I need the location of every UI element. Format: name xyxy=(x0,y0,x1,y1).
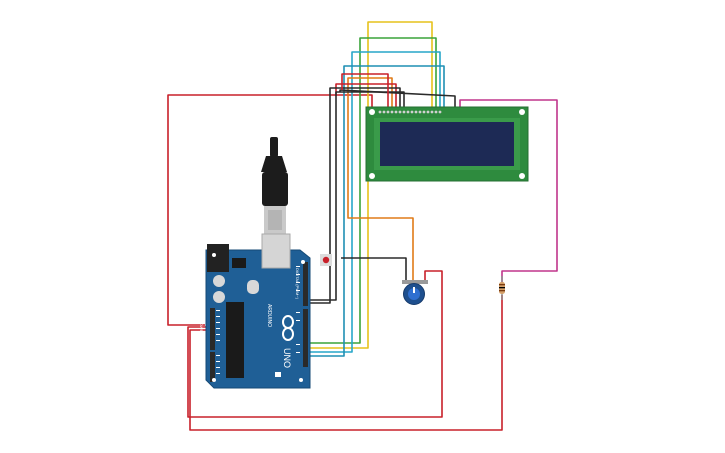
wire-cyan[interactable] xyxy=(305,51,441,353)
wire-black-pot[interactable] xyxy=(341,257,407,280)
lcd-16x2[interactable] xyxy=(365,106,529,182)
wire-red-lcd-2[interactable] xyxy=(341,73,389,108)
lcd-screen xyxy=(380,122,514,166)
arduino-uno-board[interactable]: UNO ARDUINO DIGITAL (PWM~) POWER ANALOG … xyxy=(199,233,332,389)
wire-red-bottom-resistor[interactable] xyxy=(189,295,503,431)
wire-orange-contrast[interactable] xyxy=(347,77,414,290)
usb-cable[interactable] xyxy=(261,137,288,234)
board-brand-text: UNO xyxy=(282,348,292,368)
board-chip-text: ARDUINO xyxy=(266,304,272,327)
wire-yellow[interactable] xyxy=(305,21,433,349)
atmega-chip xyxy=(226,302,244,378)
power-jack xyxy=(207,244,229,272)
wire-red-top-left[interactable] xyxy=(167,94,373,326)
potentiometer[interactable] xyxy=(402,280,428,305)
arduino-logo xyxy=(282,315,294,341)
wires xyxy=(167,21,558,431)
board-power-label: POWER xyxy=(199,320,204,335)
resistor[interactable] xyxy=(499,276,505,300)
digital-header[interactable] xyxy=(303,262,308,367)
board-analog-label: ANALOG IN xyxy=(199,355,204,377)
usb-jack xyxy=(261,233,291,269)
power-header[interactable] xyxy=(210,308,215,382)
wire-black-1[interactable] xyxy=(305,87,401,304)
wire-magenta-backlight[interactable] xyxy=(459,99,558,282)
wire-black-3[interactable] xyxy=(339,89,456,108)
wire-red-lcd[interactable] xyxy=(335,83,397,108)
wire-black-2[interactable] xyxy=(305,91,405,301)
wire-green[interactable] xyxy=(305,37,437,344)
board-digital-label: DIGITAL (PWM~) xyxy=(295,268,300,300)
pin-markings xyxy=(216,266,300,374)
lcd-pin-header[interactable] xyxy=(378,110,442,114)
wire-red-bottom-pot[interactable] xyxy=(187,270,443,418)
wire-teal[interactable] xyxy=(305,65,445,357)
